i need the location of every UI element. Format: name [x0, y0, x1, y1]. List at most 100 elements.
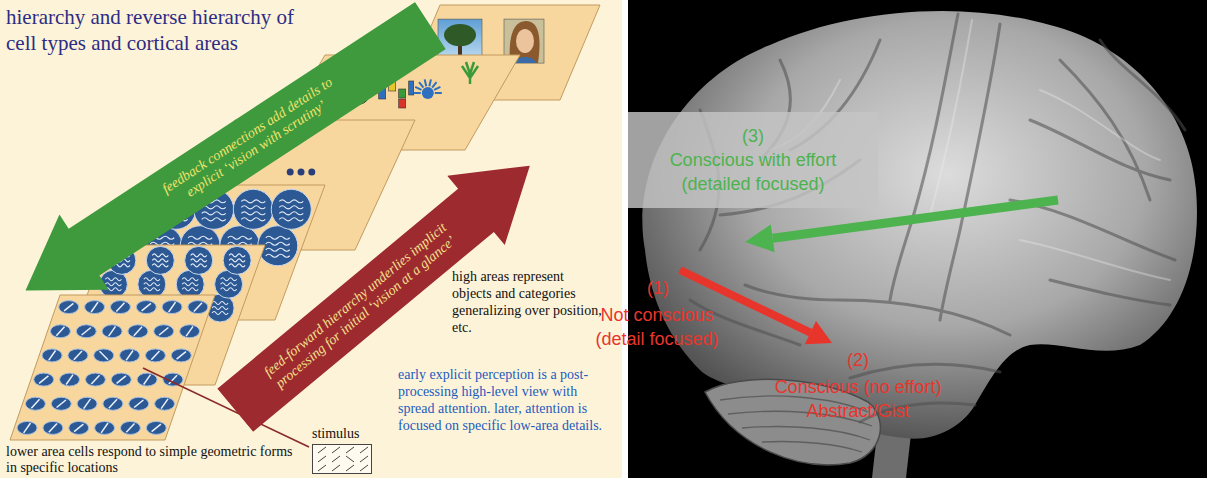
brain-highlights-part	[1020, 240, 1170, 280]
face-picture-part	[516, 29, 534, 53]
sunburst-shape-part	[434, 87, 440, 90]
simple-cell-part	[136, 301, 156, 314]
simple-cell	[129, 397, 149, 410]
simple-cell-part	[57, 400, 66, 408]
simple-cell-part	[66, 375, 73, 385]
simple-cell-part	[120, 421, 140, 434]
simple-cell-part	[134, 327, 142, 336]
simple-cell-part	[144, 375, 151, 385]
simple-cell-part	[154, 325, 174, 338]
tree-picture-part	[444, 24, 476, 46]
simple-cell-part	[56, 327, 64, 336]
simple-cell-part	[137, 373, 157, 386]
simple-cell-part	[64, 303, 73, 311]
complex-cell-part	[191, 264, 207, 267]
complex-cell-part	[223, 246, 251, 274]
brain-sulci-part	[1010, 200, 1175, 260]
complex-cell-part	[182, 283, 198, 286]
complex-cell-part	[191, 259, 207, 262]
simple-cell	[34, 373, 54, 386]
hypercomplex-cell-part	[271, 189, 311, 229]
complex-cell-part	[191, 254, 207, 257]
stimulus-frame	[312, 444, 372, 474]
cortical-layer	[10, 295, 215, 440]
simple-cell	[95, 421, 115, 434]
hypercomplex-cell-part	[241, 206, 265, 209]
simple-cell	[76, 325, 96, 338]
simple-cell	[42, 349, 62, 362]
hypercomplex-cell-part	[266, 254, 290, 257]
simple-cell	[162, 301, 182, 314]
brain-sulci-part	[1100, 40, 1185, 130]
complex-cell-part	[221, 288, 237, 291]
simple-cell	[17, 421, 37, 434]
hypercomplex-cell-part	[279, 200, 303, 203]
simple-cell-part	[134, 400, 143, 408]
sunburst-shape-part	[414, 92, 421, 94]
simple-cell-part	[126, 424, 134, 433]
brain-sulci	[690, 14, 1185, 422]
hypercomplex-cell-part	[266, 248, 290, 251]
perception-note: early explicit perception is a post-proc…	[398, 366, 610, 434]
effort-box: (3)Conscious with effort (detailed focus…	[628, 112, 878, 208]
simple-cell-part	[95, 421, 115, 434]
simple-cell	[155, 397, 175, 410]
stimulus-dash	[360, 456, 368, 462]
simple-cell	[102, 325, 122, 338]
area-note: high areas represent objects and categor…	[452, 268, 604, 336]
simple-cell-part	[17, 421, 37, 434]
complex-cell-part	[229, 259, 245, 262]
simple-cell	[180, 325, 200, 338]
simple-cell-part	[129, 397, 149, 410]
simple-cell-part	[169, 302, 176, 312]
hypercomplex-cell-part	[241, 212, 265, 215]
brain-sulci-part	[1030, 120, 1170, 180]
brain-sulci-part	[940, 24, 1000, 320]
right-panel	[628, 0, 1207, 478]
hypercomplex-cell-part	[188, 236, 212, 239]
stimulus-dash	[346, 447, 354, 453]
stimulus-dash	[318, 456, 326, 462]
cerebellum-folds-part	[762, 441, 862, 452]
simple-cell-part	[116, 303, 124, 312]
simple-cell-part	[194, 303, 202, 312]
simple-cell-part	[145, 349, 165, 362]
simple-cell	[120, 349, 140, 362]
simple-cell-part	[24, 423, 31, 433]
callout-number: (2)	[818, 349, 898, 371]
simple-cell-part	[43, 421, 63, 434]
stimulus-dash	[346, 456, 354, 462]
brain	[642, 11, 1197, 478]
bar-shapes-part	[399, 89, 406, 98]
complex-cell-part	[144, 283, 160, 286]
simple-cell	[137, 373, 157, 386]
stage-label: Conscious (no effort) Abstract/Gist	[758, 375, 958, 423]
hypercomplex-cell-part	[202, 212, 226, 215]
stimulus-dash	[318, 465, 326, 471]
simple-cell-part	[128, 325, 148, 338]
simple-cell-part	[31, 399, 39, 408]
simple-cell	[111, 373, 131, 386]
stimulus-dash	[332, 465, 340, 471]
simple-cell	[110, 301, 130, 314]
simple-cell-part	[77, 397, 97, 410]
sunburst-shape-part	[422, 87, 434, 99]
complex-cell-part	[221, 283, 237, 286]
figure-title: hierarchy and reverse hierarchy of cell …	[6, 4, 306, 56]
hypercomplex-cell-part	[279, 212, 303, 215]
hypercomplex-cell	[233, 189, 273, 229]
complex-cell-part	[144, 278, 160, 281]
simple-cell-part	[103, 397, 123, 410]
complex-cell-part	[146, 246, 174, 274]
stimulus-dash	[360, 465, 368, 471]
simple-cell-part	[171, 349, 191, 362]
complex-cell-part	[105, 283, 121, 286]
simple-cell-part	[60, 373, 80, 386]
simple-cell-part	[50, 325, 70, 338]
simple-cell-part	[82, 327, 91, 335]
simple-cell-part	[177, 352, 186, 360]
stimulus-dash	[318, 447, 326, 453]
panel-gap	[622, 0, 628, 478]
complex-cell-part	[152, 254, 168, 257]
simple-cell-part	[109, 326, 116, 336]
